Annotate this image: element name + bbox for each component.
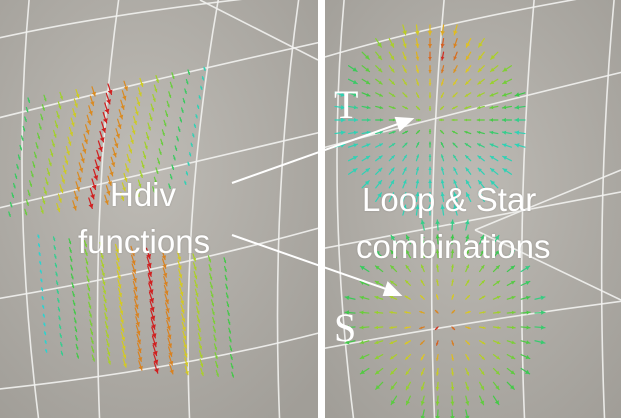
caption-functions: functions [78, 223, 211, 260]
hdiv-vector-field [8, 66, 235, 378]
loop-star-render [325, 0, 621, 418]
hdiv-panel [0, 0, 318, 418]
label-t: T [334, 82, 359, 127]
sphere-grid-lines [325, 0, 621, 418]
label-s: S [334, 305, 357, 350]
caption-combinations: combinations [356, 228, 551, 265]
caption-hdiv: Hdiv [110, 176, 177, 213]
caption-loop-star: Loop & Star [362, 181, 537, 218]
loop-star-panel [325, 0, 621, 418]
hdiv-render [0, 0, 318, 418]
